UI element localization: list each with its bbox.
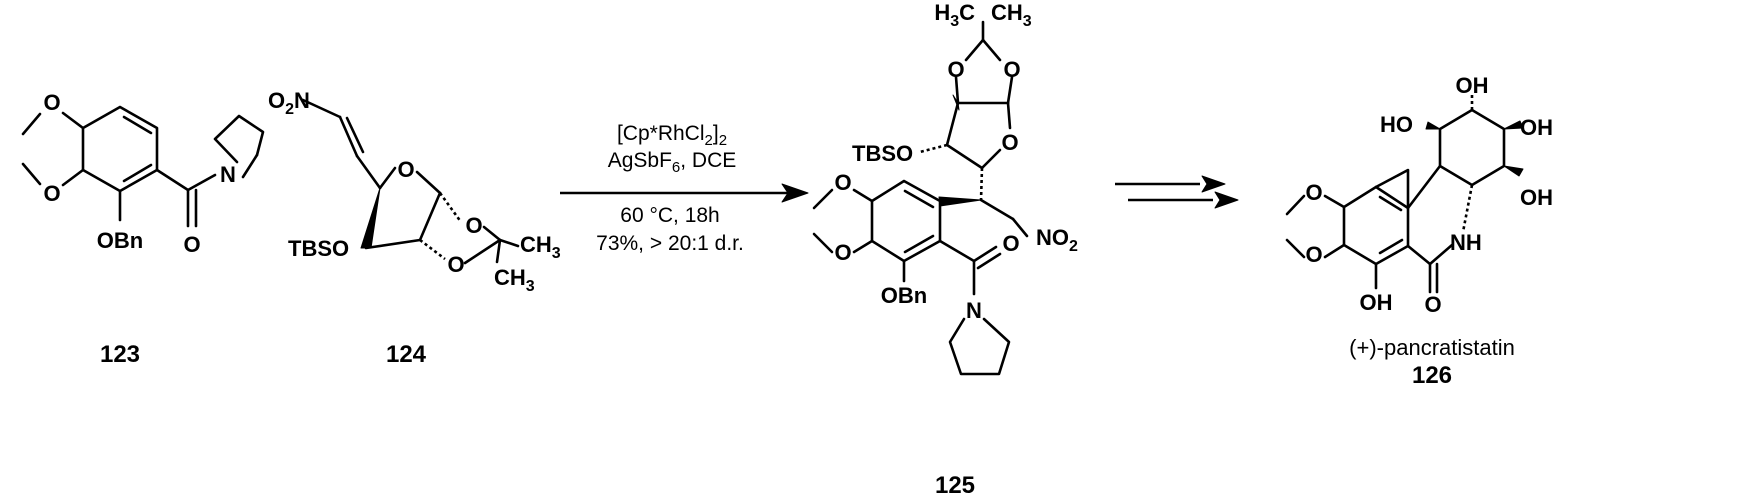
methyl-group: CH3 (520, 232, 561, 262)
nitro-group: O2N (268, 88, 310, 118)
compound-name: (+)-pancratistatin (1349, 335, 1515, 360)
compound-number: 126 (1412, 362, 1452, 389)
atom-oxygen: O (1424, 292, 1441, 317)
atom-obn: OBn (97, 228, 143, 253)
hydroxyl-group: OH (1520, 115, 1553, 140)
atom-oxygen: O (1002, 231, 1019, 256)
reaction-conditions: [Cp*RhCl2]2 AgSbF6, DCE 60 °C, 18h 73%, … (596, 122, 744, 255)
atom-nitrogen: N (966, 298, 982, 323)
compound-123: O O OBn O N 123 (21, 90, 265, 368)
yield-dr-label: 73%, > 20:1 d.r. (596, 232, 744, 255)
temperature-time-label: 60 °C, 18h (620, 204, 719, 227)
hydroxyl-group: OH (1360, 290, 1393, 315)
compound-124: O2N O O O TBSO CH3 CH3 124 (268, 88, 561, 368)
atom-oxygen: O (1305, 242, 1322, 267)
compound-number: 124 (386, 341, 427, 368)
atom-nitrogen: N (220, 162, 236, 187)
atom-oxygen: O (43, 181, 60, 206)
hydroxyl-group: OH (1456, 73, 1489, 98)
compound-number: 123 (100, 341, 140, 368)
atom-oxygen: O (1001, 130, 1018, 155)
nitro-group: NO2 (1036, 225, 1078, 255)
atom-obn: OBn (881, 283, 927, 308)
atom-oxygen: O (183, 232, 200, 257)
catalyst-label: [Cp*RhCl2]2 (617, 122, 727, 149)
atom-oxygen: O (1003, 57, 1020, 82)
atom-oxygen: O (834, 240, 851, 265)
hydroxyl-group: OH (1520, 185, 1553, 210)
atom-oxygen: O (465, 213, 482, 238)
atom-tbso: TBSO (852, 141, 913, 166)
additive-label: AgSbF6, DCE (608, 149, 737, 176)
atom-oxygen: O (43, 90, 60, 115)
atom-oxygen: O (1305, 180, 1322, 205)
amide-nh: NH (1450, 230, 1482, 255)
compound-126: OH OH OH HO NH O O OH O (+)-pancratistat… (1285, 73, 1553, 389)
atom-oxygen: O (447, 252, 464, 277)
hydroxyl-group: HO (1380, 112, 1413, 137)
reaction-arrow (560, 183, 809, 203)
atom-oxygen: O (397, 157, 414, 182)
multistep-arrow (1115, 175, 1239, 209)
atom-oxygen: O (834, 170, 851, 195)
compound-number: 125 (935, 472, 975, 499)
atom-oxygen: O (947, 57, 964, 82)
methyl-group: CH3 (494, 265, 535, 295)
atom-tbso: TBSO (288, 236, 349, 261)
